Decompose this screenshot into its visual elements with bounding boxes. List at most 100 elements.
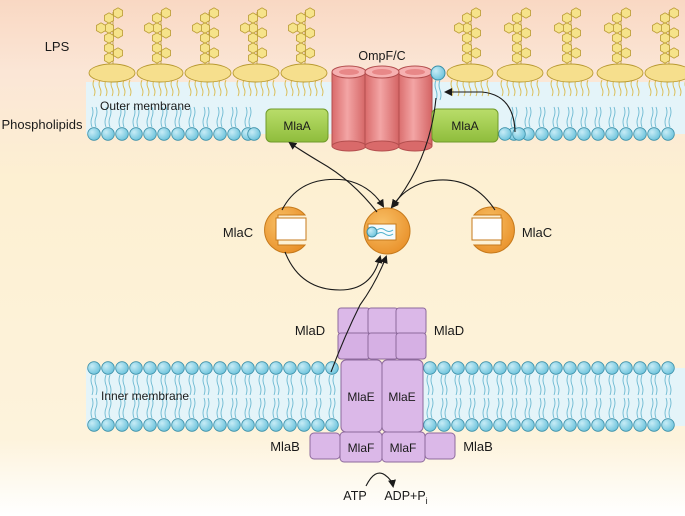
lps-lipid-a [184,63,232,83]
lipid-tail [132,374,136,396]
lps-sugar-hexagon [257,7,267,19]
lps-tail [164,79,168,97]
lipid-head [563,418,577,432]
lps-sugar-hexagon [296,52,306,64]
lipid-tail [500,397,504,419]
lipid-tail [556,374,560,396]
lps-tail [260,79,264,97]
lipid-tail [150,397,154,419]
lps-sugar-hexagon [152,32,162,44]
lipid-tail [664,397,668,419]
lps-sugar-hexagon [612,52,622,64]
lps-sugar-hexagon [571,27,581,39]
lipid-tail [584,397,588,419]
mlaa-left: MlaA [265,108,329,143]
lps-sugar-hexagon [562,32,572,44]
lps-tail [600,79,604,97]
lipid-tail [244,374,248,396]
lps-tail [450,79,454,97]
lipid-head [269,418,283,432]
lipid-tail [258,397,262,419]
lipid-tail [146,106,150,128]
lps-tail [128,79,132,97]
lps-sugar-hexagon [562,12,572,24]
lipid-head [185,361,199,375]
lipid-tail [332,397,336,419]
lipid-head [465,361,479,375]
lps-sugar-hexagon [113,7,123,19]
arrow-left-mlac-down [284,251,383,291]
lipid-tail [636,374,640,396]
lps-sugar-hexagon [257,47,267,59]
lipid-head [129,418,143,432]
lipid-tail [668,106,672,128]
lps-sugar-hexagon [562,42,572,54]
lps-sugar-hexagon [521,47,531,59]
mlaf-mlab-complex: MlaF MlaF MlaB MlaB [270,431,493,463]
lipid-head [647,418,661,432]
lipid-tail [202,106,206,128]
lipid-tail [664,106,668,128]
lps-tail [116,79,120,97]
lipid-tail [496,374,500,396]
lps-sugar-hexagon [200,32,210,44]
lps-sugar-hexagon [240,22,250,34]
lipid-head [199,418,213,432]
lipid-tail [150,374,154,396]
lipid-tail [612,106,616,128]
lipid-tail [566,397,570,419]
lps-tail [580,79,584,97]
lipid-head [619,361,633,375]
lipid-head [227,361,241,375]
lipid-tail [626,374,630,396]
lipid-tail [104,374,108,396]
lipid-tail [598,106,602,128]
lps-tail [606,79,610,97]
lipid-tail [94,106,98,128]
lipid-head [311,418,325,432]
lipid-tail [164,106,168,128]
lipid-tail [216,106,220,128]
lipid-tail [552,397,556,419]
lipid-head [465,418,479,432]
lipid-head [171,361,185,375]
lipid-tail [528,374,532,396]
mlad-right-label: MlaD [434,323,464,338]
lipid-tail [220,374,224,396]
lipid-tail [640,374,644,396]
lipid-head [549,361,563,375]
lipid-head [157,418,171,432]
lipid-head [171,127,185,141]
lps-lipid-a [546,63,594,83]
lps-tail [500,79,504,97]
lipid-tail [304,374,308,396]
lps-sugar-hexagon [660,12,670,24]
lipid-tail [584,374,588,396]
lipid-tail [482,397,486,419]
lipid-head [605,361,619,375]
lps-sugar-hexagon [669,47,679,59]
lps-sugar-hexagon [554,22,564,34]
lipid-head [311,361,325,375]
lps-sugar-hexagon [192,22,202,34]
lipid-tail [286,397,290,419]
lipid-tail [486,374,490,396]
lps-tail [462,79,466,97]
lipid-head [451,361,465,375]
lipid-head [661,127,675,141]
lipid-tail [122,374,126,396]
lps-tail [194,79,198,97]
lipid-head [647,127,661,141]
lipid-head [535,361,549,375]
lps-sugar-hexagon [571,47,581,59]
lipid-head [87,418,101,432]
lps-tail [152,79,156,97]
lipid-tail [94,397,98,419]
lipid-tail [626,397,630,419]
lipid-tail [118,397,122,419]
lipid-tail [654,106,658,128]
lps-tail [272,79,276,97]
lps-sugar-hexagon [296,12,306,24]
lipid-tail [594,374,598,396]
